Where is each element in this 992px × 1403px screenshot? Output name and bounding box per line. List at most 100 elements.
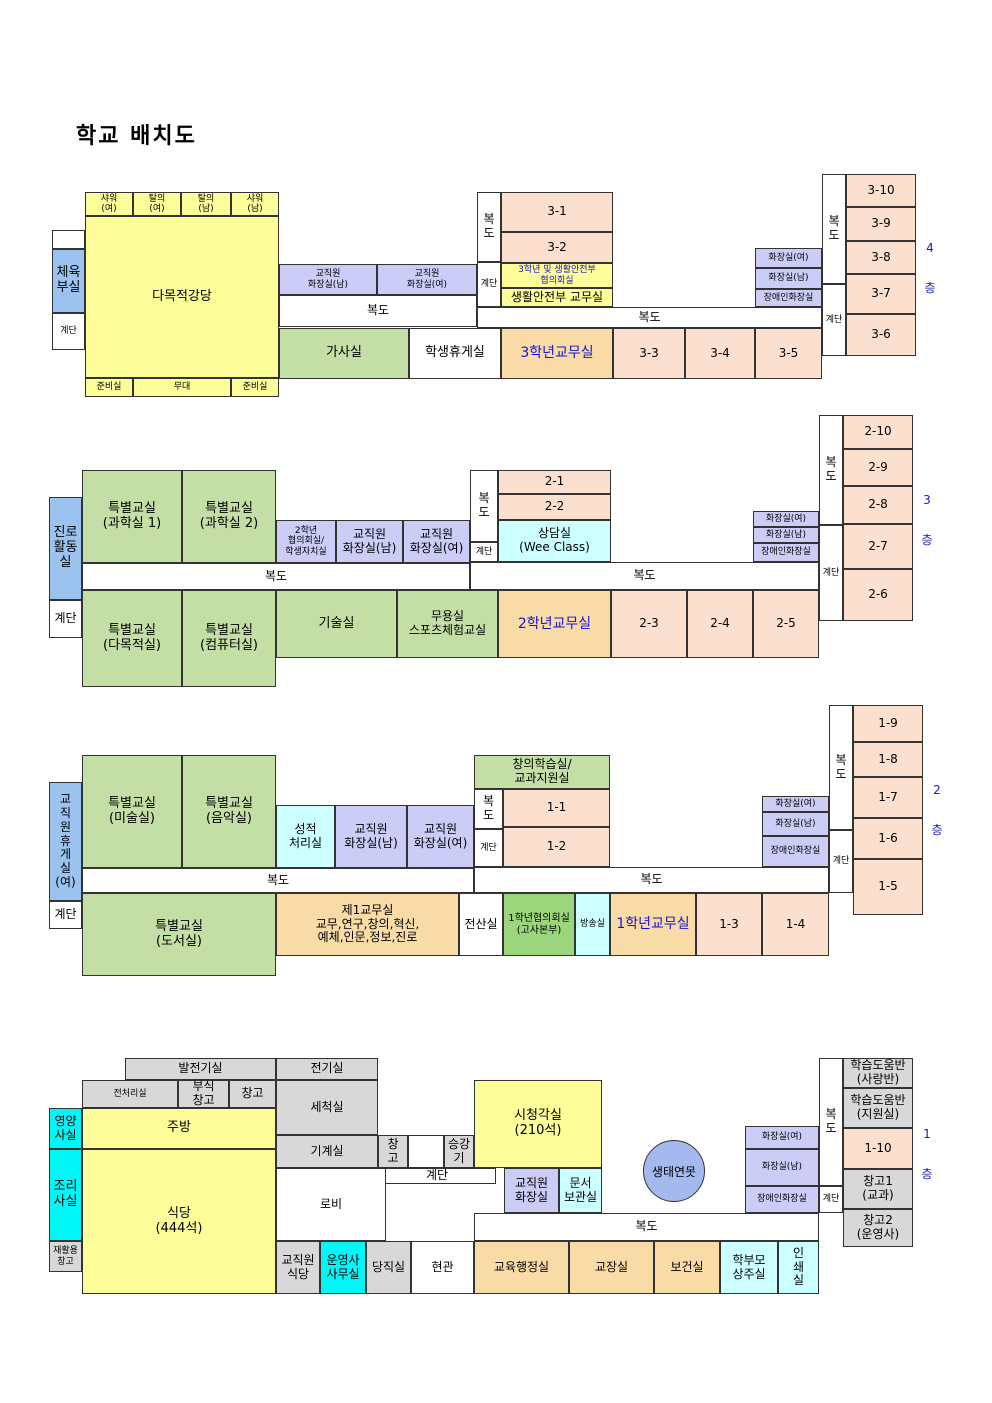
room-f3-31: 화장실(남): [745, 1149, 819, 1186]
room-f0-12: 교직원 화장실(여): [377, 264, 477, 295]
room-f0-0: 샤워 (여): [85, 192, 133, 216]
room-f0-11: 교직원 화장실(남): [279, 264, 377, 295]
room-f2-16: 전산실: [459, 893, 503, 956]
room-f2-19: 1학년교무실: [610, 893, 696, 956]
room-f1-4: 2학년 협의회실/ 학생자치실: [276, 520, 336, 563]
room-f0-21: 가사실: [279, 328, 409, 379]
room-f2-3: 특별교실 (음악실): [182, 755, 276, 868]
room-f2-26: 계단: [829, 830, 853, 893]
room-f2-27: 1-9: [853, 705, 923, 742]
room-f1-22: 화장실(여): [753, 511, 819, 527]
room-f1-20: 2-4: [687, 590, 753, 658]
room-f3-28: 학부모 상주실: [720, 1241, 778, 1294]
room-f2-23: 화장실(남): [762, 812, 829, 836]
room-f2-21: 1-4: [762, 893, 829, 956]
room-f3-4: 창고: [229, 1080, 276, 1108]
room-f0-15: 계단: [477, 262, 501, 307]
room-f3-16: 계단: [378, 1168, 496, 1184]
room-f1-15: 특별교실 (컴퓨터실): [182, 590, 276, 687]
room-f2-24: 장애인화장실: [762, 836, 829, 867]
ecology-pond: 생태연못: [643, 1140, 705, 1202]
room-f0-25: 3-4: [685, 328, 755, 379]
room-f2-9: 계단: [474, 829, 503, 867]
room-f3-0: 발전기실: [125, 1058, 276, 1080]
room-f0-13: 복도: [279, 295, 477, 327]
room-f1-17: 무용실 스포츠체험교실: [397, 590, 498, 658]
room-f3-5: 세척실: [276, 1080, 378, 1135]
room-f1-8: 복 도: [470, 470, 498, 542]
room-f1-29: 2-8: [843, 486, 913, 524]
room-f0-24: 3-3: [613, 328, 685, 379]
room-f1-13: 복도: [470, 562, 819, 590]
room-f2-0: 교 직 원 휴 게 실 (여): [49, 782, 82, 901]
room-f1-10: 2-1: [498, 470, 611, 494]
room-f0-36: 3-6: [846, 314, 916, 356]
room-f0-9: 체육 부실: [52, 249, 85, 313]
room-f1-2: 특별교실 (과학실 1): [82, 470, 182, 563]
room-f0-5: 준비실: [85, 378, 133, 397]
room-f0-34: 3-8: [846, 241, 916, 274]
room-f1-14: 특별교실 (다목적실): [82, 590, 182, 687]
room-f3-25: 교육행정실: [474, 1241, 569, 1294]
room-f0-20: 복도: [477, 307, 822, 328]
room-f1-6: 교직원 화장실(여): [403, 520, 470, 563]
room-f2-29: 1-7: [853, 777, 923, 818]
room-f0-29: 장애인화장실: [755, 289, 822, 307]
room-f1-1: 계단: [49, 600, 82, 638]
room-f3-6: 영양 사실: [49, 1108, 82, 1149]
room-f1-26: 계단: [819, 525, 843, 621]
room-f0-23: 3학년교무실: [501, 328, 613, 379]
room-f2-1: 계단: [49, 901, 82, 929]
room-f0-7: 준비실: [231, 378, 279, 397]
room-f3-9: 재활용 창고: [49, 1241, 82, 1272]
room-f1-27: 2-10: [843, 415, 913, 449]
room-f2-2: 특별교실 (미술실): [82, 755, 182, 868]
room-f3-13: [408, 1135, 444, 1168]
room-f1-12: 상담실 (Wee Class): [498, 520, 611, 562]
room-f2-13: 복도: [474, 867, 829, 893]
room-f0-8: [52, 230, 85, 249]
room-f0-31: 계단: [822, 284, 846, 356]
room-f2-8: 복 도: [474, 789, 503, 829]
room-f0-19: 생활안전부 교무실: [501, 288, 613, 307]
room-f3-11: 기계실: [276, 1135, 378, 1168]
room-f3-2: 전처리실: [82, 1080, 178, 1108]
room-f0-26: 3-5: [755, 328, 822, 379]
room-f2-15: 제1교무실 교무,연구,창의,혁신, 예체,인문,정보,진로: [276, 893, 459, 956]
floor-label-3: 3 층: [921, 493, 933, 547]
floor-label-2: 2 층: [931, 783, 943, 837]
room-f0-33: 3-9: [846, 207, 916, 241]
room-f3-33: 복 도: [819, 1058, 843, 1186]
room-f2-20: 1-3: [696, 893, 762, 956]
room-f1-23: 화장실(남): [753, 527, 819, 543]
room-f2-6: 교직원 화장실(여): [407, 805, 474, 868]
room-f0-32: 3-10: [846, 174, 916, 207]
room-f3-8: 조리 사실: [49, 1149, 82, 1241]
room-f2-11: 1-2: [503, 827, 610, 867]
room-f3-32: 장애인화장실: [745, 1186, 819, 1213]
room-f0-28: 화장실(남): [755, 268, 822, 289]
floor-label-1: 1 층: [921, 1127, 933, 1181]
room-f2-17: 1학년협의회실 (고사본부): [503, 893, 575, 956]
room-f2-5: 교직원 화장실(남): [335, 805, 407, 868]
room-f3-36: 학습도움반 (지원실): [843, 1088, 913, 1128]
room-f0-35: 3-7: [846, 274, 916, 314]
room-f3-14: 승강 기: [444, 1135, 474, 1168]
room-f0-6: 무대: [133, 378, 231, 397]
room-f3-19: 문서 보관실: [559, 1168, 602, 1213]
room-f1-28: 2-9: [843, 449, 913, 486]
room-f0-22: 학생휴게실: [409, 328, 501, 379]
room-f3-39: 창고2 (운영사): [843, 1209, 913, 1247]
page-title: 학교 배치도: [76, 124, 197, 149]
room-f3-26: 교장실: [569, 1241, 654, 1294]
room-f2-18: 방송실: [575, 893, 610, 956]
room-f3-29: 인 쇄 실: [778, 1241, 819, 1294]
floor-label-4: 4 층: [924, 241, 936, 295]
room-f3-37: 1-10: [843, 1128, 913, 1169]
room-f1-5: 교직원 화장실(남): [336, 520, 403, 563]
room-f3-17: 로비: [276, 1168, 386, 1241]
room-f3-38: 창고1 (교과): [843, 1169, 913, 1209]
room-f1-31: 2-6: [843, 569, 913, 621]
room-f1-11: 2-2: [498, 494, 611, 520]
room-f2-4: 성적 처리실: [276, 805, 335, 868]
